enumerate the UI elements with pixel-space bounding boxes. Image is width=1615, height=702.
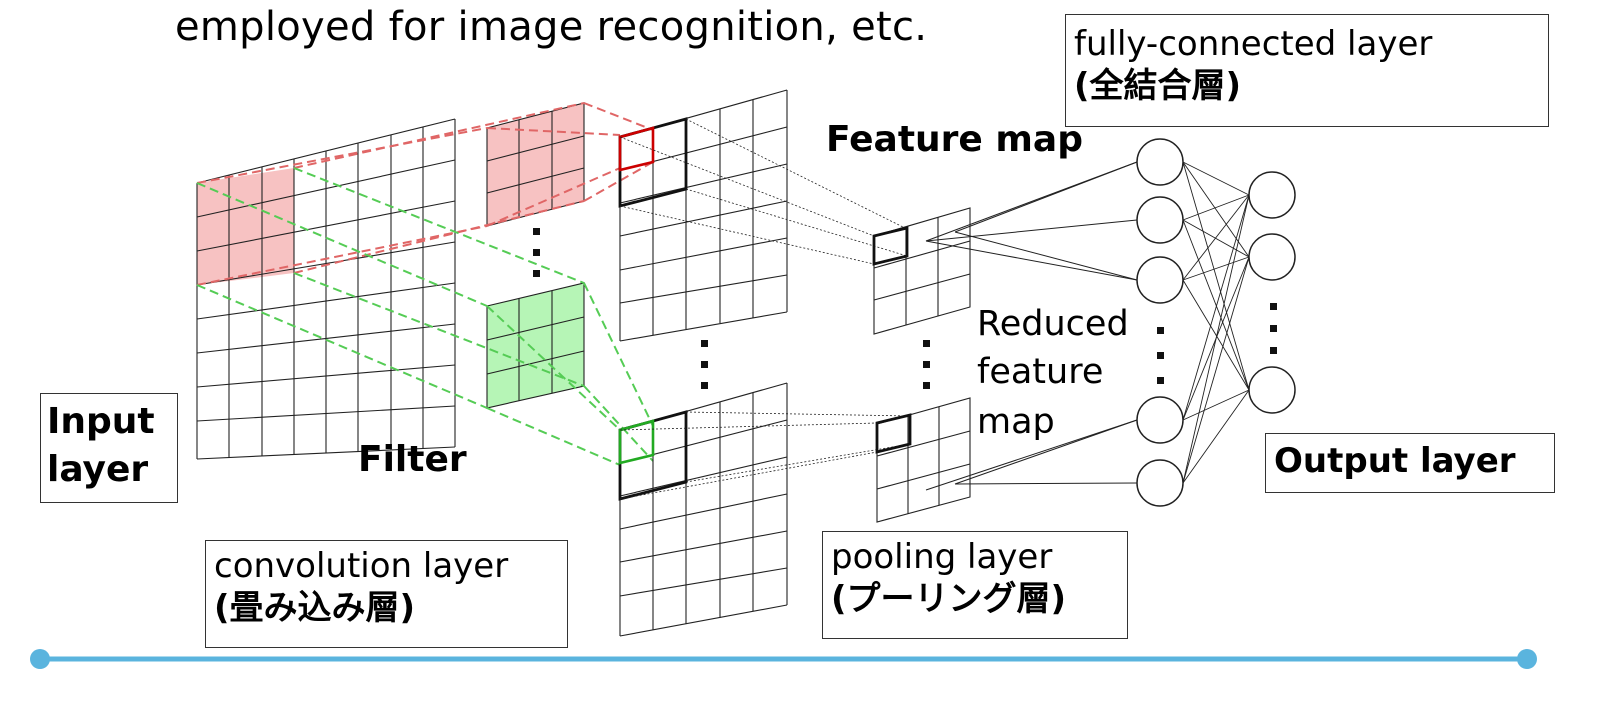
filter-green bbox=[486, 282, 585, 409]
fc-node bbox=[1136, 138, 1184, 186]
fc-node bbox=[1136, 396, 1184, 444]
filter-label: Filter bbox=[358, 439, 467, 480]
output-node bbox=[1248, 366, 1296, 414]
input-layer-grid bbox=[196, 118, 456, 460]
green-dashed-projection bbox=[196, 167, 654, 466]
input-layer-label-line2: layer bbox=[47, 449, 149, 490]
reduced-feature-map-label-line3: map bbox=[977, 402, 1055, 442]
input-layer-label-line1: Input bbox=[47, 401, 155, 442]
output-layer-box: Output layer bbox=[1265, 433, 1555, 493]
convolution-layer-box: convolution layer (畳み込み層) bbox=[205, 540, 568, 648]
reduced-map-bottom-highlight-cell bbox=[875, 413, 912, 454]
input-layer-box: Input layer bbox=[40, 393, 178, 503]
pooling-layer-label: pooling layer bbox=[831, 537, 1053, 577]
convolution-layer-label: convolution layer bbox=[214, 546, 509, 586]
output-layer-label: Output layer bbox=[1274, 441, 1516, 481]
fc-node bbox=[1136, 459, 1184, 507]
footer-divider bbox=[30, 649, 1537, 669]
output-nodes bbox=[1248, 171, 1296, 414]
feature-map-bottom bbox=[618, 382, 788, 637]
fully-connected-box: fully-connected layer (全結合層) bbox=[1065, 14, 1549, 127]
pooling-projection-lines bbox=[619, 118, 911, 500]
red-dashed-projection bbox=[196, 102, 654, 286]
reduced-map-bottom bbox=[875, 397, 971, 523]
vertical-ellipsis-icon bbox=[533, 228, 1277, 389]
fully-connected-label: fully-connected layer bbox=[1074, 24, 1433, 64]
pooling-layer-jp-label: (プーリング層) bbox=[831, 579, 1067, 619]
feature-map-top bbox=[618, 89, 788, 342]
reduced-map-highlight-cell bbox=[872, 226, 909, 266]
reduced-feature-map-label-line2: feature bbox=[977, 352, 1104, 392]
reduced-map-top bbox=[872, 207, 971, 335]
reduced-feature-map-label-line1: Reduced bbox=[977, 304, 1129, 344]
reduced-to-fc-lines bbox=[925, 161, 1138, 491]
fc-to-output-lines bbox=[1182, 161, 1250, 484]
input-red-receptive-field bbox=[197, 168, 294, 285]
fully-connected-jp-label: (全結合層) bbox=[1074, 66, 1242, 106]
feature-map-red-cell bbox=[618, 126, 655, 172]
convolution-layer-jp-label: (畳み込み層) bbox=[214, 588, 416, 628]
fully-connected-nodes bbox=[1136, 138, 1184, 507]
feature-map-label: Feature map bbox=[826, 119, 1083, 160]
output-node bbox=[1248, 171, 1296, 219]
fc-node bbox=[1136, 196, 1184, 244]
feature-map-green-cell bbox=[618, 419, 655, 465]
output-node bbox=[1248, 233, 1296, 281]
slide-heading: employed for image recognition, etc. bbox=[175, 4, 928, 50]
pooling-layer-box: pooling layer (プーリング層) bbox=[822, 531, 1128, 639]
fc-node bbox=[1136, 256, 1184, 304]
